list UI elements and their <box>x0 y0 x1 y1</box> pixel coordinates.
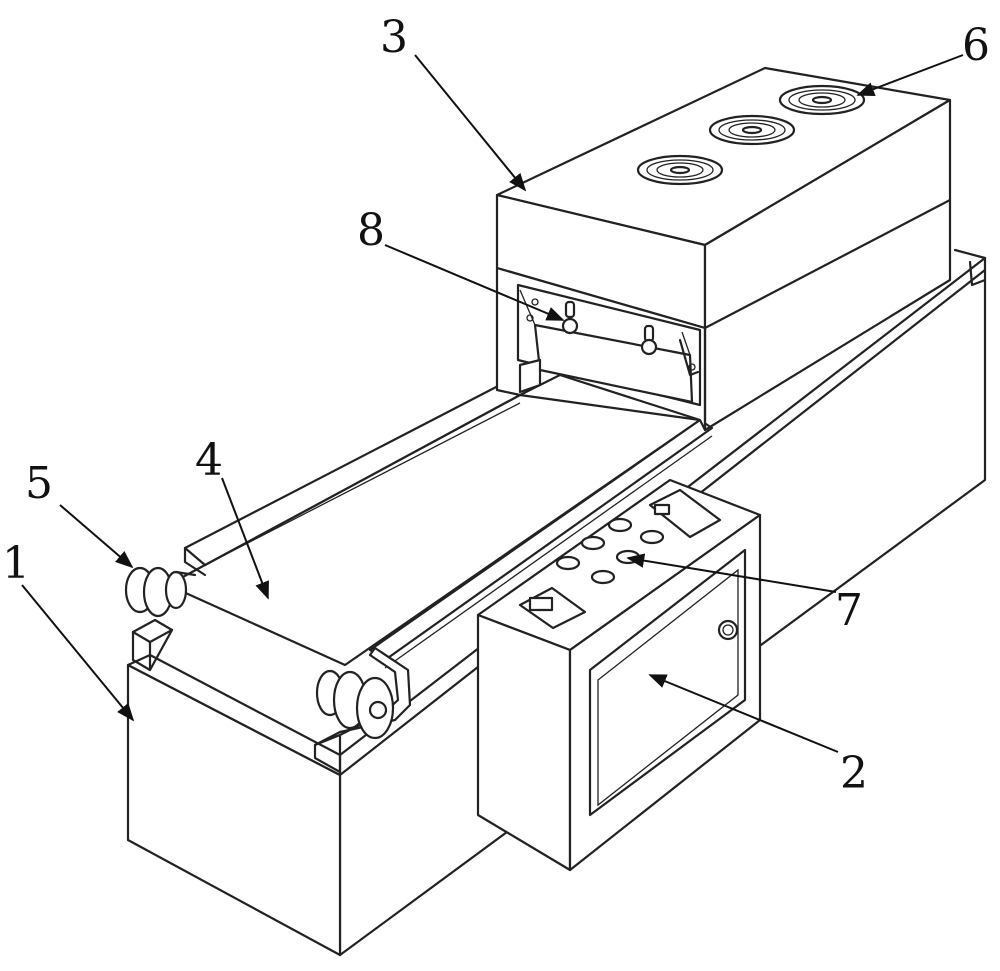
label-7: 7 <box>835 585 863 636</box>
label-4: 4 <box>195 435 223 486</box>
label-2: 2 <box>840 748 868 799</box>
adjust-knob-left <box>561 300 579 335</box>
label-5: 5 <box>25 458 53 509</box>
part-labels: 1 2 3 4 5 6 7 8 <box>2 12 990 799</box>
cooling-fan-1 <box>636 154 724 186</box>
roller-left <box>124 566 197 618</box>
adjust-knob-right <box>640 324 658 356</box>
control-box <box>476 478 762 872</box>
leader-lines <box>21 54 964 753</box>
cooling-fan-3 <box>778 84 866 116</box>
roller-right <box>315 669 395 740</box>
label-3: 3 <box>380 12 408 63</box>
label-6: 6 <box>962 20 990 71</box>
label-1: 1 <box>2 538 30 589</box>
label-8: 8 <box>357 205 385 256</box>
cooling-fan-2 <box>708 114 796 146</box>
